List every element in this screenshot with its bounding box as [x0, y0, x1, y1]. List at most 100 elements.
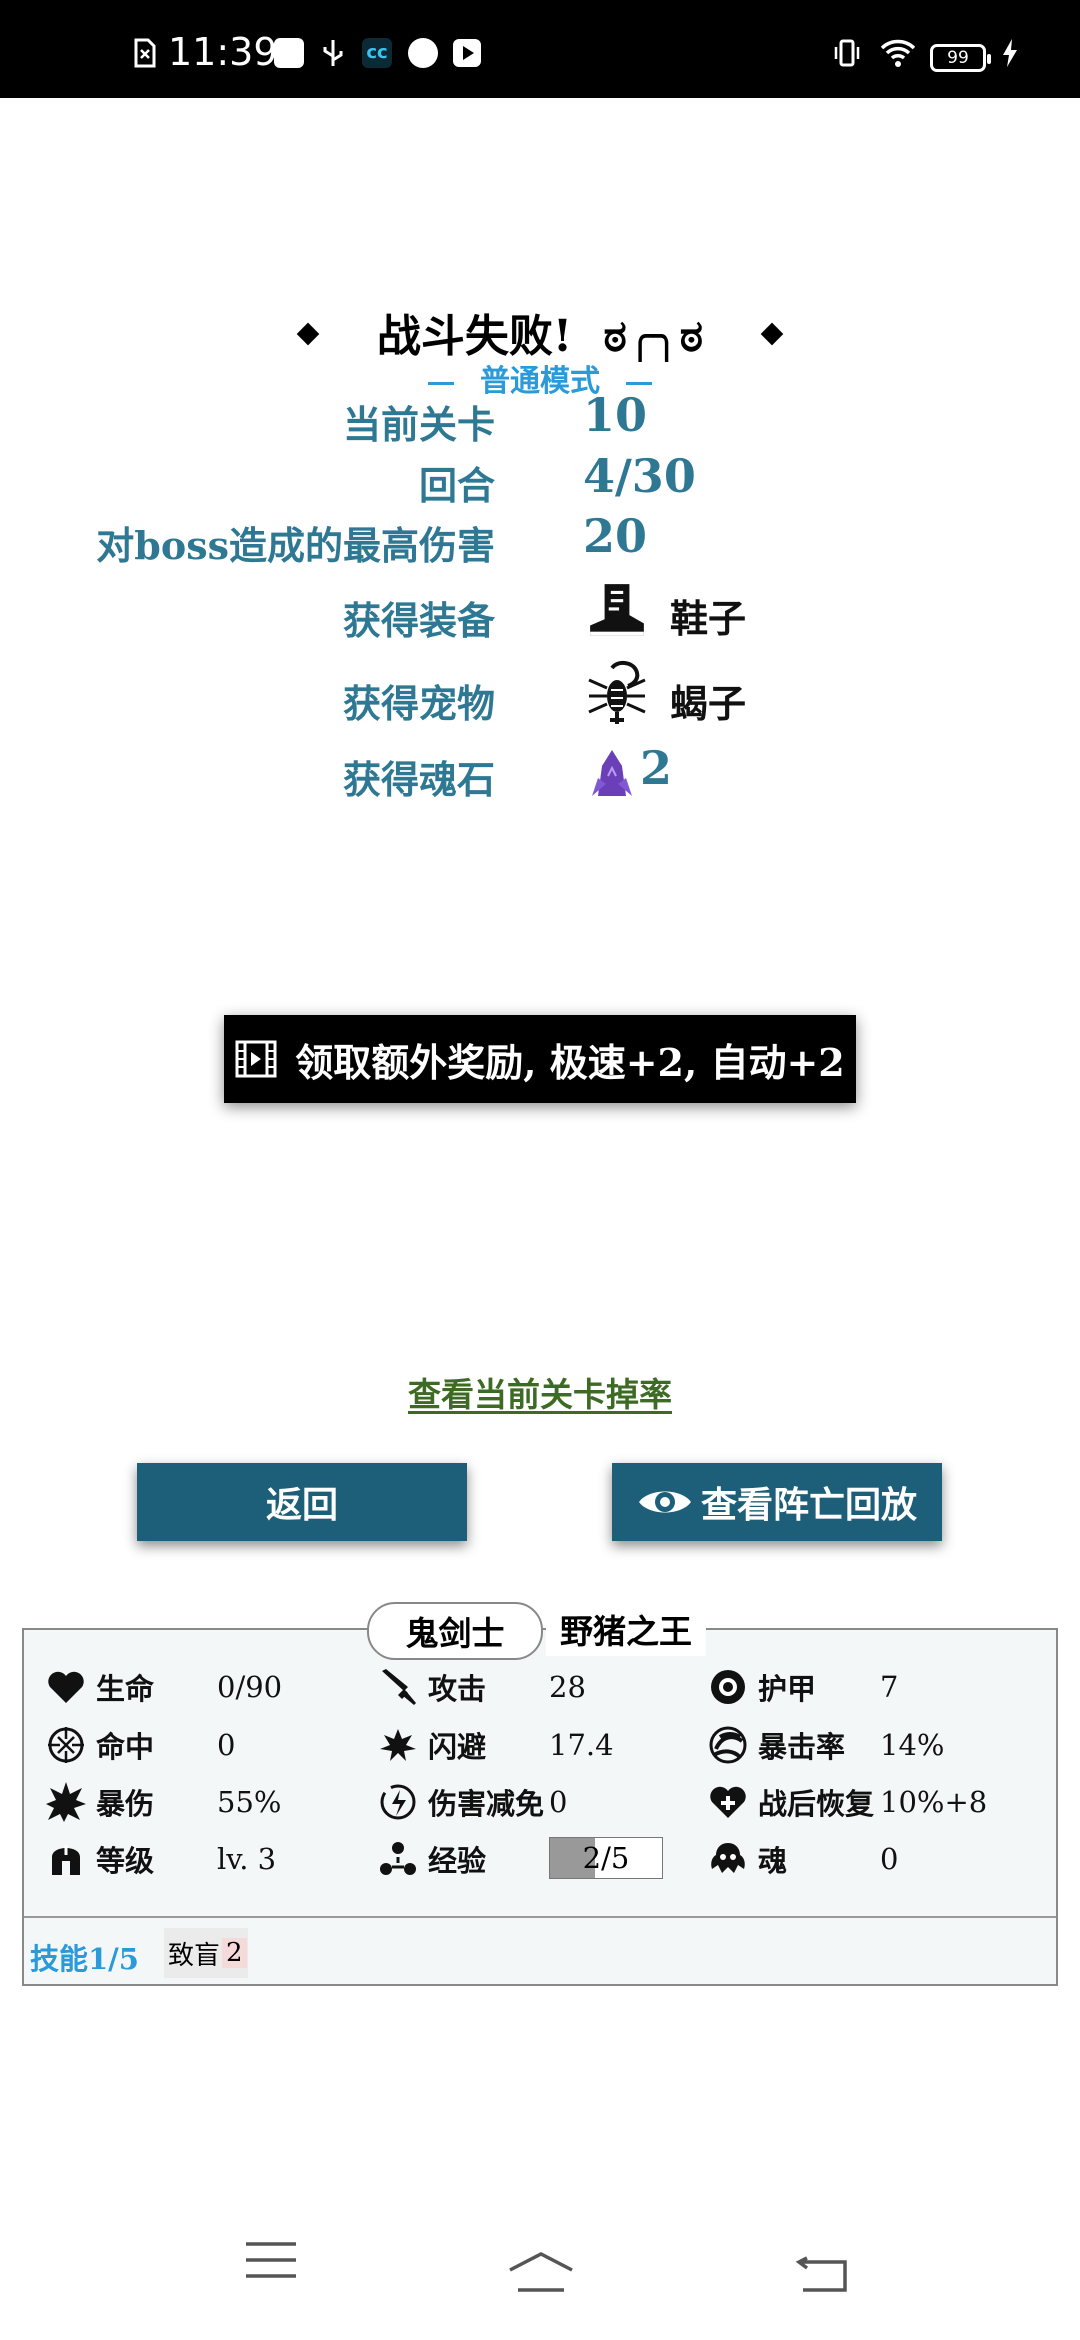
stat-label: 闪避	[428, 1730, 487, 1764]
soulstone-icon	[592, 750, 632, 796]
mode-dash-right	[626, 381, 652, 385]
crosshair-icon	[48, 1727, 84, 1763]
experience-icon	[380, 1842, 416, 1875]
armor-icon	[711, 1670, 745, 1704]
eye-icon	[638, 1491, 691, 1513]
soul-icon	[711, 1843, 745, 1873]
round-value: 4/30	[583, 449, 696, 503]
back-nav-icon[interactable]	[795, 2256, 851, 2296]
stat-hp: 生命	[46, 1666, 154, 1708]
app-notification-icon	[274, 38, 304, 68]
stat-level-value: lv. 3	[217, 1842, 277, 1876]
equipment-name: 鞋子	[670, 596, 747, 641]
stat-label: 护甲	[758, 1672, 817, 1706]
stat-crit-rate: 暴击率	[708, 1724, 845, 1766]
stat-soul-value: 0	[880, 1842, 899, 1876]
panel-divider	[24, 1916, 1056, 1918]
claim-reward-button[interactable]: 领取额外奖励, 极速+2, 自动+2	[224, 1015, 856, 1103]
back-button[interactable]: 返回	[137, 1463, 467, 1541]
result-face: ಠ╭╮ಠ	[603, 311, 704, 362]
charging-icon	[1003, 39, 1017, 67]
heal-icon	[710, 1786, 746, 1818]
tab-character-ghost-swordsman[interactable]: 鬼剑士	[367, 1602, 543, 1660]
equipment-label: 获得装备	[342, 598, 495, 643]
scorpion-icon	[588, 661, 646, 724]
app-cc-icon: cc	[362, 38, 392, 68]
stat-damage-reduction: 伤害减免	[378, 1781, 544, 1823]
experience-bar-fill	[550, 1838, 595, 1878]
round-label: 回合	[418, 463, 495, 508]
crit-rate-icon	[709, 1726, 747, 1764]
stat-dodge-value: 17.4	[549, 1728, 614, 1762]
app-play-icon	[453, 39, 481, 67]
stat-armor: 护甲	[708, 1666, 816, 1708]
boot-icon	[590, 584, 644, 636]
max-damage-value: 20	[583, 509, 648, 563]
stat-soul: 魂	[708, 1838, 787, 1880]
stat-label: 生命	[96, 1672, 155, 1706]
stat-post-battle-heal-value: 10%+8	[880, 1785, 988, 1819]
max-damage-label: 对boss造成的最高伤害	[96, 523, 495, 568]
stat-armor-value: 7	[880, 1670, 899, 1704]
stat-label: 经验	[428, 1844, 487, 1878]
stat-crit-damage: 暴伤	[46, 1781, 154, 1823]
usb-icon	[323, 40, 343, 66]
claim-reward-label: 领取额外奖励, 极速+2, 自动+2	[295, 1039, 845, 1085]
stat-crit-rate-value: 14%	[880, 1728, 945, 1762]
soulstone-count: 2	[640, 741, 673, 795]
stat-label: 战后恢复	[758, 1787, 875, 1821]
stat-label: 伤害减免	[428, 1787, 545, 1821]
mode-dash-left	[428, 381, 454, 385]
stat-accuracy-value: 0	[217, 1728, 236, 1762]
stat-accuracy: 命中	[46, 1724, 154, 1766]
sword-icon	[382, 1669, 416, 1705]
heart-icon	[48, 1671, 84, 1703]
wifi-icon	[880, 39, 916, 67]
stage-value: 10	[583, 388, 648, 442]
skill-name: 致盲	[168, 1940, 221, 1971]
stat-level: 等级	[46, 1838, 154, 1880]
tab-label: 野猪之王	[560, 1612, 692, 1651]
soulstone-label: 获得魂石	[342, 757, 495, 802]
skills-label[interactable]: 技能1/5	[30, 1942, 139, 1976]
stat-label: 等级	[96, 1844, 155, 1878]
mode-label: 普通模式	[480, 364, 600, 399]
status-bar: 11:39 cc 99	[0, 0, 1080, 98]
tab-character-boar-king[interactable]: 野猪之王	[546, 1602, 706, 1656]
skill-level: 2	[222, 1938, 247, 1968]
stat-experience-value: 2/5	[582, 1841, 630, 1875]
stat-label: 命中	[96, 1730, 155, 1764]
result-title: 战斗失败! ಠ╭╮ಠ	[0, 300, 1080, 364]
view-replay-label: 查看阵亡回放	[700, 1484, 917, 1526]
mode-row: 普通模式	[0, 356, 1080, 400]
view-replay-button[interactable]: 查看阵亡回放	[612, 1463, 942, 1541]
stat-hp-value: 0/90	[217, 1670, 283, 1704]
dodge-icon	[380, 1729, 416, 1761]
stat-label: 攻击	[428, 1672, 487, 1706]
stat-crit-damage-value: 55%	[217, 1785, 282, 1819]
stat-post-battle-heal: 战后恢复	[708, 1781, 874, 1823]
character-stats-panel	[22, 1628, 1058, 1986]
stat-label: 魂	[758, 1844, 788, 1878]
pet-name: 蝎子	[670, 681, 747, 726]
view-drop-rate-link[interactable]: 查看当前关卡掉率	[408, 1375, 672, 1414]
menu-icon[interactable]	[244, 2240, 298, 2280]
home-icon[interactable]	[506, 2250, 576, 2294]
stat-attack: 攻击	[378, 1666, 486, 1708]
stat-dodge: 闪避	[378, 1724, 486, 1766]
stat-label: 暴伤	[96, 1787, 155, 1821]
app-cat-icon	[408, 38, 438, 68]
sim-card-icon	[134, 38, 156, 68]
stage-label: 当前关卡	[342, 402, 495, 447]
status-time: 11:39	[168, 30, 278, 74]
stat-attack-value: 28	[549, 1670, 586, 1704]
stat-label: 暴击率	[758, 1730, 846, 1764]
stat-damage-reduction-value: 0	[549, 1785, 568, 1819]
helmet-icon	[52, 1845, 80, 1875]
vibrate-icon	[834, 39, 860, 67]
pet-label: 获得宠物	[342, 681, 495, 726]
crit-damage-icon	[46, 1782, 86, 1822]
tab-label: 鬼剑士	[405, 1614, 505, 1653]
result-title-text: 战斗失败!	[376, 311, 573, 362]
